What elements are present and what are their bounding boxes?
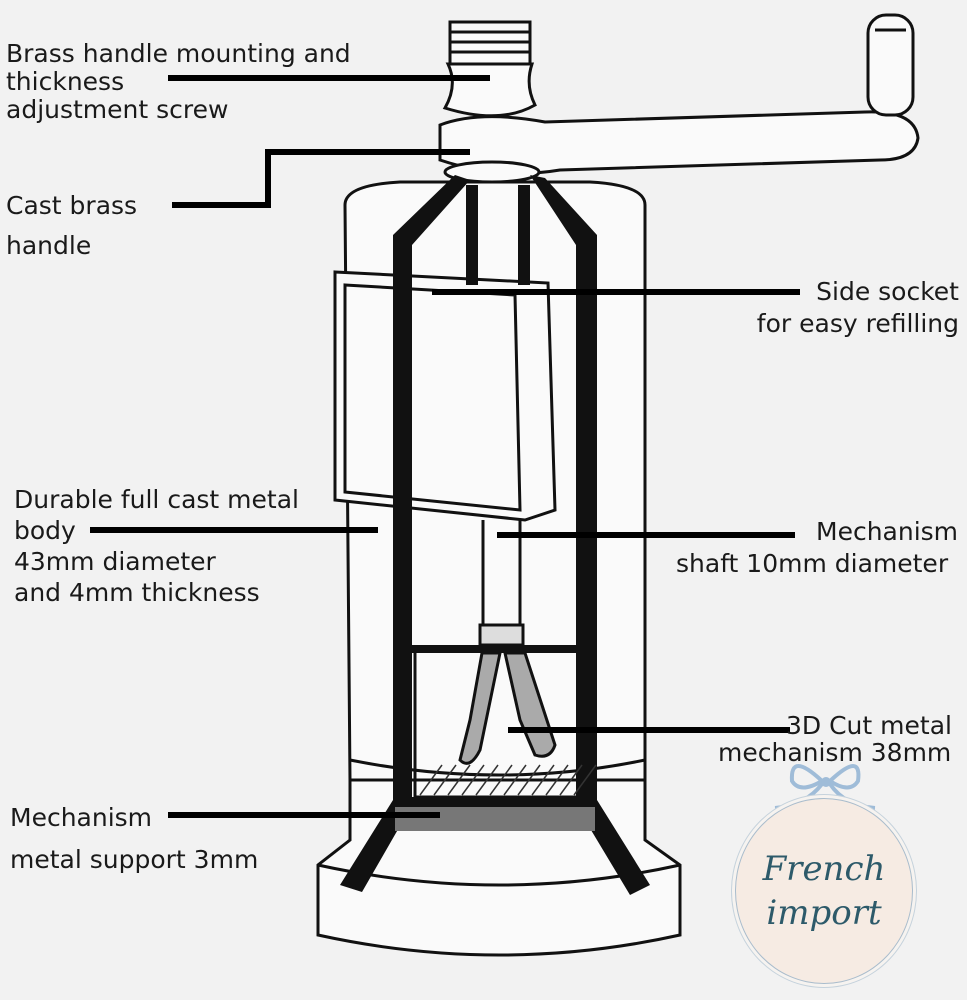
label-line: Side socket (816, 277, 959, 306)
badge-line: import (766, 893, 882, 933)
label-line: body (14, 516, 76, 545)
metal-support (395, 807, 595, 831)
hatch-line (545, 764, 569, 796)
hatch-line (517, 764, 541, 796)
label-side-socket: Side socket for easy refilling (757, 276, 959, 340)
label-line: Mechanism (10, 803, 153, 832)
label-line: mechanism 38mm (718, 738, 952, 767)
label-line: adjustment screw (6, 95, 229, 124)
label-body: Durable full cast metal body 43mm diamet… (14, 484, 299, 608)
label-line: for easy refilling (756, 309, 959, 338)
hatch-line (503, 764, 527, 796)
label-line: Mechanism (816, 517, 959, 546)
hatch-line (531, 764, 555, 796)
hatch-line (489, 764, 513, 796)
label-cast-handle: Cast brass handle (6, 186, 137, 266)
label-line: metal support 3mm (10, 845, 259, 874)
label-line: shaft 10mm diameter (676, 549, 949, 578)
label-line: 3D Cut metal (786, 711, 952, 740)
label-line: thickness (6, 67, 125, 96)
label-shaft: Mechanism shaft 10mm diameter (676, 516, 958, 580)
label-cut-mechanism: 3D Cut metal mechanism 38mm (718, 712, 952, 766)
badge-line: French (762, 849, 886, 889)
hatch-line (559, 764, 583, 796)
label-line: handle (6, 231, 92, 260)
label-line: 43mm diameter (14, 547, 216, 576)
hatch-line (461, 764, 485, 796)
label-line: Cast brass (6, 191, 138, 220)
hatch-line (447, 764, 471, 796)
label-line: and 4mm thickness (14, 578, 260, 607)
label-brass-screw: Brass handle mounting and thickness adju… (6, 40, 351, 124)
hatch-line (419, 764, 443, 796)
hatch-line (573, 764, 597, 796)
crank-knob (866, 13, 915, 117)
french-import-badge: French import (735, 798, 913, 984)
hatch-line (433, 764, 457, 796)
hatch-line (475, 764, 499, 796)
label-line: Brass handle mounting and (6, 39, 351, 68)
label-support: Mechanism metal support 3mm (10, 797, 258, 881)
label-line: Durable full cast metal (14, 485, 299, 514)
